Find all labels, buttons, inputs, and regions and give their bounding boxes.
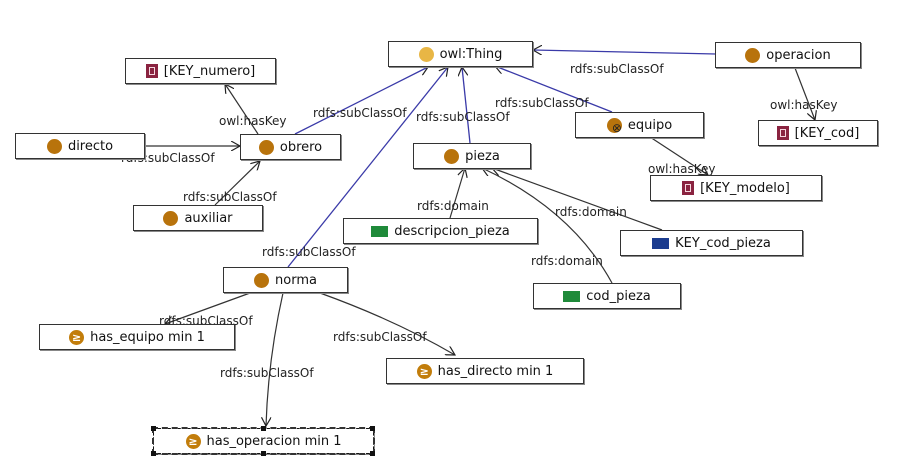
node-label: KEY_cod_pieza: [675, 235, 771, 251]
class-icon: [254, 272, 270, 288]
edge-equipo-keymodelo[interactable]: [649, 136, 708, 175]
edge-label-domain-desc: rdfs:domain: [417, 199, 489, 213]
edge-norma-hasoperacion[interactable]: [266, 292, 284, 426]
edge-norma-hasequipo[interactable]: [165, 292, 251, 324]
class-icon: [258, 139, 274, 155]
edge-norma-thing[interactable]: [287, 67, 448, 268]
node-has-directo-min1[interactable]: has_directo min 1: [386, 358, 584, 384]
class-icon: [444, 148, 460, 164]
node-label: [KEY_numero]: [163, 63, 256, 79]
node-label: owl:Thing: [439, 46, 503, 62]
node-label: [KEY_cod]: [794, 125, 860, 141]
node-key-modelo[interactable]: [KEY_modelo]: [650, 175, 822, 201]
node-cod-pieza[interactable]: cod_pieza: [533, 283, 681, 309]
thing-class-icon: [418, 46, 434, 62]
node-owl-thing[interactable]: owl:Thing: [388, 41, 533, 67]
key-icon: [145, 64, 158, 78]
selection-handle[interactable]: [261, 451, 266, 456]
edge-pieza-thing[interactable]: [462, 67, 471, 144]
edge-label-sub-norma: rdfs:subClassOf: [262, 245, 356, 259]
node-label: has_operacion min 1: [206, 433, 342, 449]
edge-label-sub-obrero: rdfs:subClassOf: [313, 106, 407, 120]
edge-label-sub-pieza: rdfs:subClassOf: [416, 110, 510, 124]
node-key-cod[interactable]: [KEY_cod]: [758, 120, 878, 146]
node-label: cod_pieza: [586, 288, 651, 304]
node-pieza[interactable]: pieza: [413, 143, 531, 169]
node-has-equipo-min1[interactable]: has_equipo min 1: [39, 324, 235, 350]
node-label: directo: [67, 138, 114, 154]
edge-label-haskey-equipo: owl:hasKey: [648, 162, 716, 176]
min-cardinality-icon: [69, 329, 85, 345]
edge-operacion-keycod[interactable]: [794, 67, 815, 120]
edge-keycodpieza-pieza[interactable]: [492, 168, 663, 231]
class-icon: [745, 47, 761, 63]
node-obrero[interactable]: obrero: [240, 134, 341, 160]
edge-label-sub-has-operacion: rdfs:subClassOf: [220, 366, 314, 380]
node-descripcion-pieza[interactable]: descripcion_pieza: [343, 218, 538, 244]
selection-handle[interactable]: [370, 426, 375, 431]
edge-desc-pieza[interactable]: [449, 168, 465, 219]
edge-codpieza-pieza[interactable]: [482, 168, 613, 284]
selection-handle[interactable]: [261, 426, 266, 431]
edge-obrero-keynumero[interactable]: [225, 84, 259, 135]
edge-norma-hasdirecto[interactable]: [319, 292, 455, 355]
node-key-cod-pieza[interactable]: KEY_cod_pieza: [620, 230, 803, 256]
node-operacion[interactable]: operacion: [715, 42, 861, 68]
class-icon: [46, 138, 62, 154]
node-directo[interactable]: directo: [15, 133, 145, 159]
selection-handle[interactable]: [151, 451, 156, 456]
node-label: operacion: [766, 47, 831, 63]
node-label: equipo: [627, 117, 673, 133]
edge-label-sub-has-directo: rdfs:subClassOf: [333, 330, 427, 344]
node-label: [KEY_modelo]: [700, 180, 790, 196]
node-key-numero[interactable]: [KEY_numero]: [125, 58, 276, 84]
min-cardinality-icon: [185, 433, 201, 449]
node-label: has_directo min 1: [437, 363, 554, 379]
key-icon: [682, 181, 695, 195]
edge-auxiliar-obrero[interactable]: [214, 161, 260, 206]
edge-label-sub-auxiliar: rdfs:subClassOf: [183, 190, 277, 204]
key-property-icon: [652, 237, 670, 249]
node-label: norma: [275, 272, 317, 288]
edge-label-haskey-obrero: owl:hasKey: [219, 114, 287, 128]
node-label: auxiliar: [184, 210, 233, 226]
edge-obrero-thing[interactable]: [294, 67, 428, 135]
datatype-property-icon: [563, 290, 581, 302]
edge-equipo-thing[interactable]: [495, 66, 613, 113]
min-cardinality-icon: [416, 363, 432, 379]
key-icon: [776, 126, 789, 140]
selection-handle[interactable]: [370, 451, 375, 456]
edge-label-domain-keycod: rdfs:domain: [555, 205, 627, 219]
selection-handle[interactable]: [151, 426, 156, 431]
edge-label-sub-equipo: rdfs:subClassOf: [495, 96, 589, 110]
node-label: pieza: [465, 148, 500, 164]
datatype-property-icon: [371, 225, 389, 237]
class-equivalent-icon: [606, 117, 622, 135]
edge-label-sub-operacion: rdfs:subClassOf: [570, 62, 664, 76]
class-icon: [163, 210, 179, 226]
node-equipo[interactable]: equipo: [575, 112, 704, 138]
node-auxiliar[interactable]: auxiliar: [133, 205, 263, 231]
node-label: has_equipo min 1: [90, 329, 205, 345]
node-label: obrero: [279, 139, 323, 155]
edge-label-haskey-operacion: owl:hasKey: [770, 98, 838, 112]
node-label: descripcion_pieza: [394, 223, 510, 239]
edge-operacion-thing[interactable]: [533, 50, 717, 54]
edge-label-domain-cod: rdfs:domain: [531, 254, 603, 268]
node-norma[interactable]: norma: [223, 267, 348, 293]
